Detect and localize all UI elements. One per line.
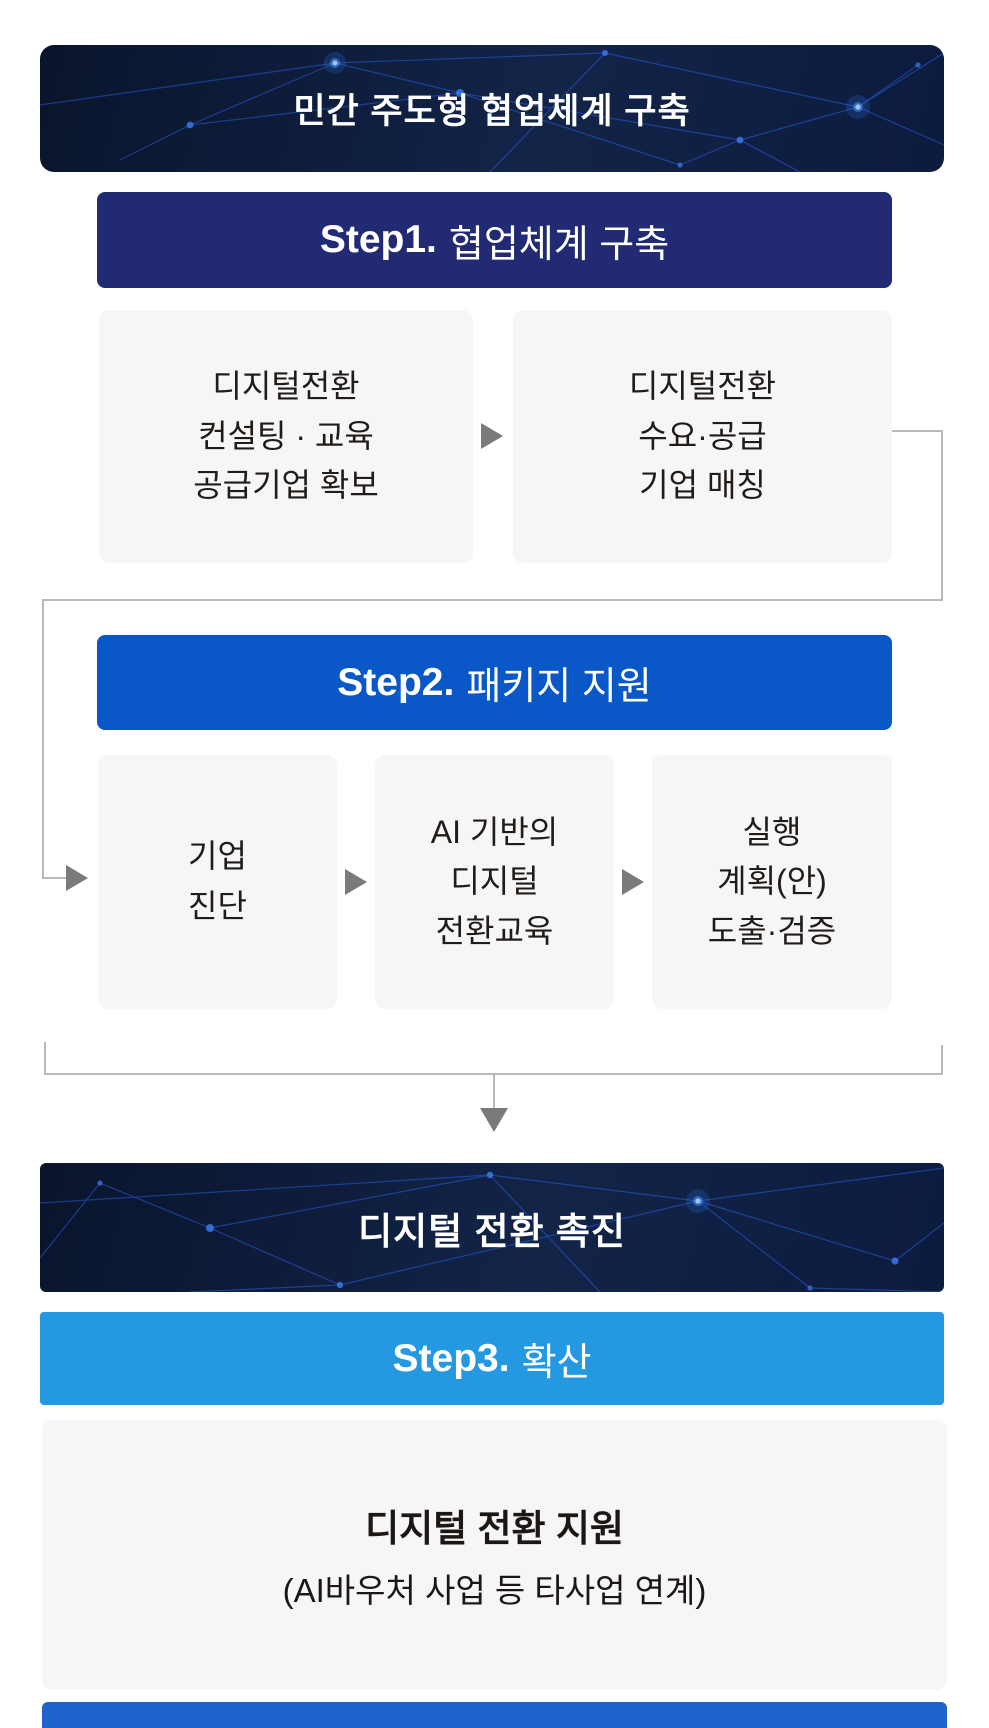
arrow-right-icon xyxy=(345,869,367,895)
support-box: 디지털 전환 지원 (AI바우처 사업 등 타사업 연계) xyxy=(42,1420,947,1690)
box-text-line: 컨설팅 · 교육 xyxy=(198,417,374,454)
header-banner: 민간 주도형 협업체계 구축 xyxy=(40,45,944,172)
box-ai-training: AI 기반의 디지털 전환교육 xyxy=(375,755,614,1009)
arrow-right-icon xyxy=(622,869,644,895)
step2-label-text: 패키지 지원 xyxy=(466,666,652,708)
box-supplier-acquisition: 디지털전환 컨설팅 · 교육 공급기업 확보 xyxy=(99,310,473,563)
connector-line xyxy=(892,430,943,432)
box-text-line: 실행 xyxy=(742,813,802,850)
connector-line xyxy=(42,599,44,879)
box-text-line: 디지털전환 xyxy=(212,368,360,405)
connector-line xyxy=(42,877,70,879)
constellation-graphic xyxy=(40,1167,944,1292)
constellation-graphic xyxy=(40,50,944,172)
step1-label-bold: Step1. xyxy=(319,218,437,261)
step1-label-text: 협업체계 구축 xyxy=(448,223,670,266)
box-action-plan: 실행 계획(안) 도출·검증 xyxy=(652,755,892,1009)
box-text-line: 전환교육 xyxy=(435,912,554,949)
step3-label-bold: Step3. xyxy=(392,1336,510,1380)
step2-banner: Step2. 패키지 지원 xyxy=(97,635,892,730)
box-text-line: AI 기반의 xyxy=(430,813,559,850)
connector-line xyxy=(42,599,943,601)
step1-banner: Step1. 협업체계 구축 xyxy=(97,192,892,288)
support-subtitle: (AI바우처 사업 등 타사업 연계) xyxy=(282,1572,707,1609)
bottom-accent-bar xyxy=(42,1702,947,1728)
box-text-line: 계획(안) xyxy=(717,863,827,900)
promotion-title: 디지털 전환 촉진 xyxy=(358,1210,626,1252)
support-title: 디지털 전환 지원 xyxy=(365,1508,624,1549)
arrow-down-icon xyxy=(480,1108,508,1132)
box-text-line: 기업 매칭 xyxy=(639,467,766,504)
connector-line xyxy=(493,1073,495,1109)
step3-banner: Step3. 확산 xyxy=(40,1312,944,1405)
step2-label-bold: Step2. xyxy=(337,660,455,704)
box-text-line: 기업 xyxy=(188,838,247,875)
box-text-line: 공급기업 확보 xyxy=(193,467,379,504)
box-text-line: 도출·검증 xyxy=(707,912,837,949)
arrow-right-icon xyxy=(66,865,88,891)
arrow-right-icon xyxy=(481,423,503,449)
step3-label-text: 확산 xyxy=(521,1342,592,1384)
box-text-line: 디지털 xyxy=(450,863,539,900)
box-company-diagnosis: 기업 진단 xyxy=(98,755,337,1009)
connector-line xyxy=(941,430,943,601)
box-text-line: 디지털전환 xyxy=(628,368,777,405)
box-text-line: 수요·공급 xyxy=(638,417,767,454)
box-company-matching: 디지털전환 수요·공급 기업 매칭 xyxy=(513,310,892,563)
connector-line xyxy=(44,1042,46,1075)
connector-line xyxy=(941,1045,943,1075)
box-text-line: 진단 xyxy=(188,888,247,924)
header-title: 민간 주도형 협업체계 구축 xyxy=(293,92,691,131)
promotion-banner: 디지털 전환 촉진 xyxy=(40,1163,944,1292)
